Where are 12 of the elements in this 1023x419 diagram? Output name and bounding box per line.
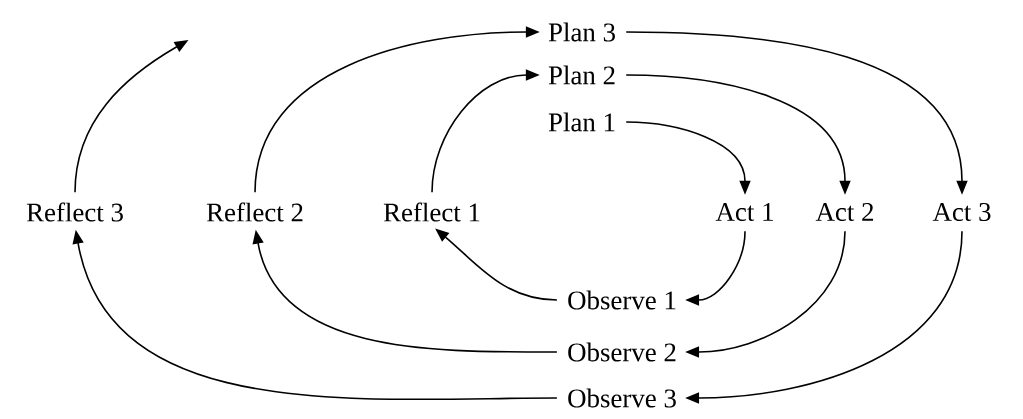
node-label: Observe 2 — [568, 342, 676, 362]
node-label: Reflect 3 — [26, 202, 123, 222]
node-label: Act 1 — [715, 203, 773, 221]
node-label: Act 3 — [932, 202, 991, 222]
node-label: Plan 2 — [548, 65, 615, 85]
node-label: Act 2 — [815, 202, 874, 222]
node-label: Reflect 1 — [383, 202, 480, 222]
node-label: Observe 3 — [568, 388, 676, 408]
node-label: Observe 1 — [568, 290, 676, 310]
node-label: Reflect 2 — [206, 202, 303, 222]
node-label: Plan 1 — [548, 112, 615, 132]
node-label: Plan 3 — [548, 22, 615, 42]
